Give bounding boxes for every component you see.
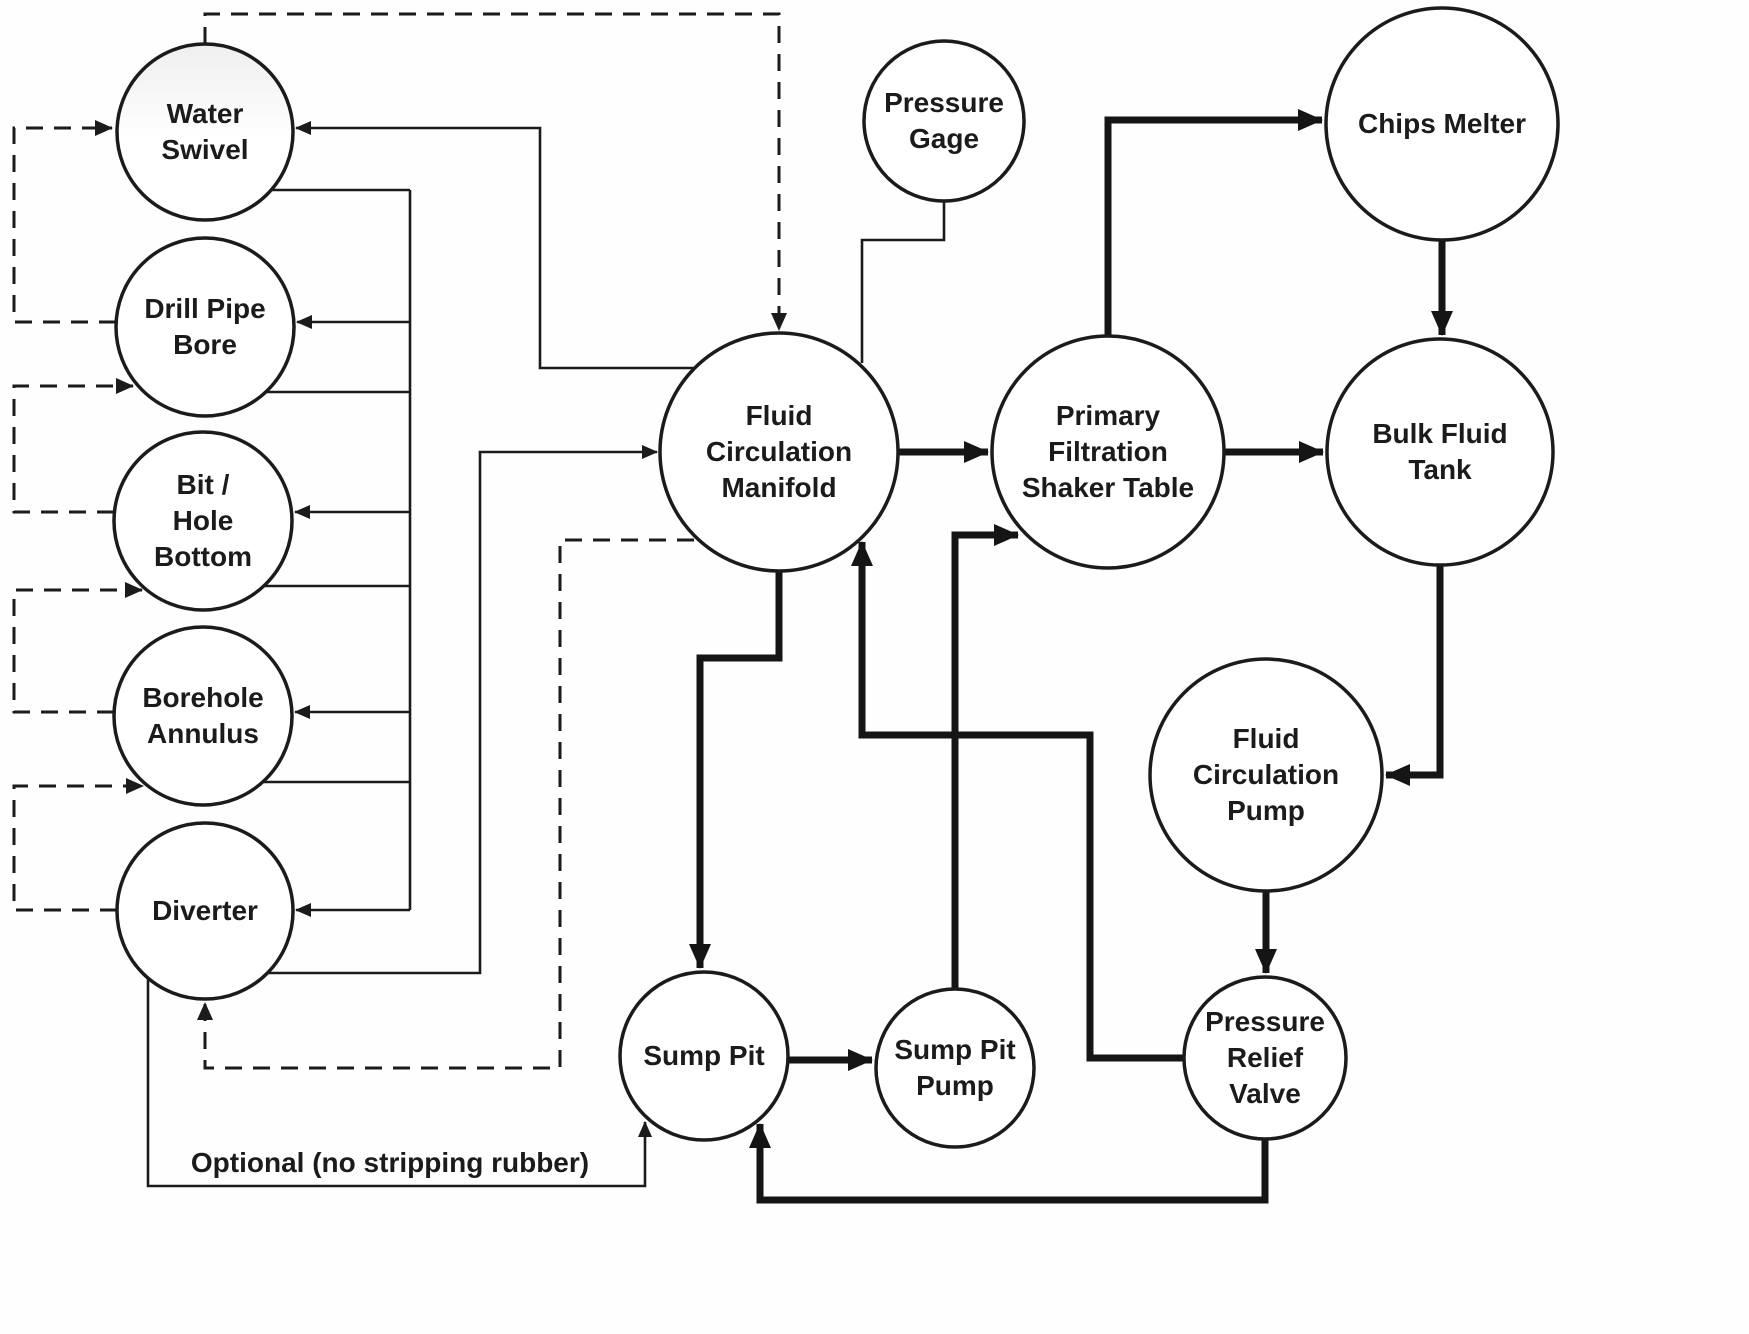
optional-note-label: Optional (no stripping rubber) bbox=[191, 1147, 589, 1178]
node-label: Bulk Fluid bbox=[1372, 418, 1507, 449]
node-water-swivel: Water Swivel bbox=[115, 42, 295, 222]
bit-hole-bottom-circle bbox=[112, 430, 294, 612]
node-bulk-fluid-tank: Bulk Fluid Tank bbox=[1325, 337, 1555, 567]
pressure-gage-circle bbox=[862, 39, 1026, 203]
node-label: Chips Melter bbox=[1358, 108, 1526, 139]
node-chips-melter: Chips Melter bbox=[1324, 6, 1560, 242]
node-sump-pit: Sump Pit bbox=[618, 970, 790, 1142]
node-pressure-gage: Pressure Gage bbox=[862, 39, 1026, 203]
edge-bit-to-drillpipe-dashed bbox=[12, 378, 134, 514]
edge-manifold-to-diverter-dashed bbox=[197, 538, 694, 1070]
edge-reliefvalve-to-manifold bbox=[851, 541, 1184, 1062]
node-label: Relief bbox=[1227, 1042, 1304, 1073]
node-label: Bore bbox=[173, 329, 237, 360]
edge-gage-to-manifold bbox=[860, 201, 946, 363]
node-label: Primary bbox=[1056, 400, 1161, 431]
edge-sumppump-to-shaker bbox=[951, 524, 1019, 990]
node-diverter: Diverter bbox=[115, 821, 295, 1001]
node-label: Pressure bbox=[1205, 1006, 1325, 1037]
edge-bulktank-to-circpump bbox=[1385, 565, 1444, 786]
drill-pipe-bore-circle bbox=[114, 236, 296, 418]
chips-melter-circle bbox=[1324, 6, 1560, 242]
node-label: Circulation bbox=[1193, 759, 1339, 790]
node-label: Sump Pit bbox=[894, 1034, 1015, 1065]
node-bit-hole-bottom: Bit / Hole Bottom bbox=[112, 430, 294, 612]
edge-swivel-to-manifold-dashed bbox=[203, 12, 787, 331]
edge-annulus-to-bit-dashed bbox=[12, 582, 143, 714]
edge-reliefvalve-to-sumppit bbox=[749, 1123, 1269, 1204]
node-label: Pump bbox=[1227, 795, 1305, 826]
node-label: Tank bbox=[1408, 454, 1472, 485]
node-label: Borehole bbox=[142, 682, 263, 713]
node-label: Pressure bbox=[884, 87, 1004, 118]
bulk-fluid-tank-circle bbox=[1325, 337, 1555, 567]
node-primary-filtration-shaker-table: Primary Filtration Shaker Table bbox=[990, 334, 1226, 570]
node-label: Shaker Table bbox=[1022, 472, 1194, 503]
node-borehole-annulus: Borehole Annulus bbox=[112, 625, 294, 807]
node-label: Fluid bbox=[746, 400, 813, 431]
node-label: Bottom bbox=[154, 541, 252, 572]
edge-diverter-to-annulus-dashed bbox=[12, 778, 144, 912]
edge-shaker-to-chipsmelter bbox=[1104, 109, 1323, 336]
node-label: Gage bbox=[909, 123, 979, 154]
fluid-circulation-pump-circle bbox=[1148, 657, 1384, 893]
edge-drillstring-chain bbox=[262, 188, 412, 917]
primary-filtration-shaker-table-circle bbox=[990, 334, 1226, 570]
diverter-circle bbox=[115, 821, 295, 1001]
edge-drillpipe-to-swivel-dashed bbox=[12, 120, 116, 324]
pressure-relief-valve-circle bbox=[1182, 975, 1348, 1141]
node-label: Hole bbox=[173, 505, 234, 536]
fluid-circulation-manifold-circle bbox=[658, 331, 900, 573]
edge-diverter-to-manifold bbox=[258, 445, 658, 975]
edge-manifold-to-sumppit bbox=[689, 571, 783, 969]
node-sump-pit-pump: Sump Pit Pump bbox=[874, 987, 1036, 1149]
node-label: Water bbox=[167, 98, 244, 129]
sump-pit-circle bbox=[618, 970, 790, 1142]
node-label: Swivel bbox=[161, 134, 248, 165]
node-pressure-relief-valve: Pressure Relief Valve bbox=[1182, 975, 1348, 1141]
node-label: Diverter bbox=[152, 895, 258, 926]
node-drill-pipe-bore: Drill Pipe Bore bbox=[114, 236, 296, 418]
water-swivel-circle bbox=[115, 42, 295, 222]
sump-pit-pump-circle bbox=[874, 987, 1036, 1149]
node-label: Bit / bbox=[177, 469, 230, 500]
node-label: Circulation bbox=[706, 436, 852, 467]
node-label: Manifold bbox=[721, 472, 836, 503]
node-label: Sump Pit bbox=[643, 1040, 764, 1071]
edge-manifold-to-swivel bbox=[295, 121, 695, 370]
edge-diverter-to-sumppit-optional bbox=[146, 978, 652, 1188]
borehole-annulus-circle bbox=[112, 625, 294, 807]
node-label: Annulus bbox=[147, 718, 259, 749]
node-label: Drill Pipe bbox=[144, 293, 265, 324]
node-fluid-circulation-pump: Fluid Circulation Pump bbox=[1148, 657, 1384, 893]
node-label: Valve bbox=[1229, 1078, 1301, 1109]
node-label: Fluid bbox=[1233, 723, 1300, 754]
node-label: Filtration bbox=[1048, 436, 1168, 467]
node-label: Pump bbox=[916, 1070, 994, 1101]
node-fluid-circulation-manifold: Fluid Circulation Manifold bbox=[658, 331, 900, 573]
